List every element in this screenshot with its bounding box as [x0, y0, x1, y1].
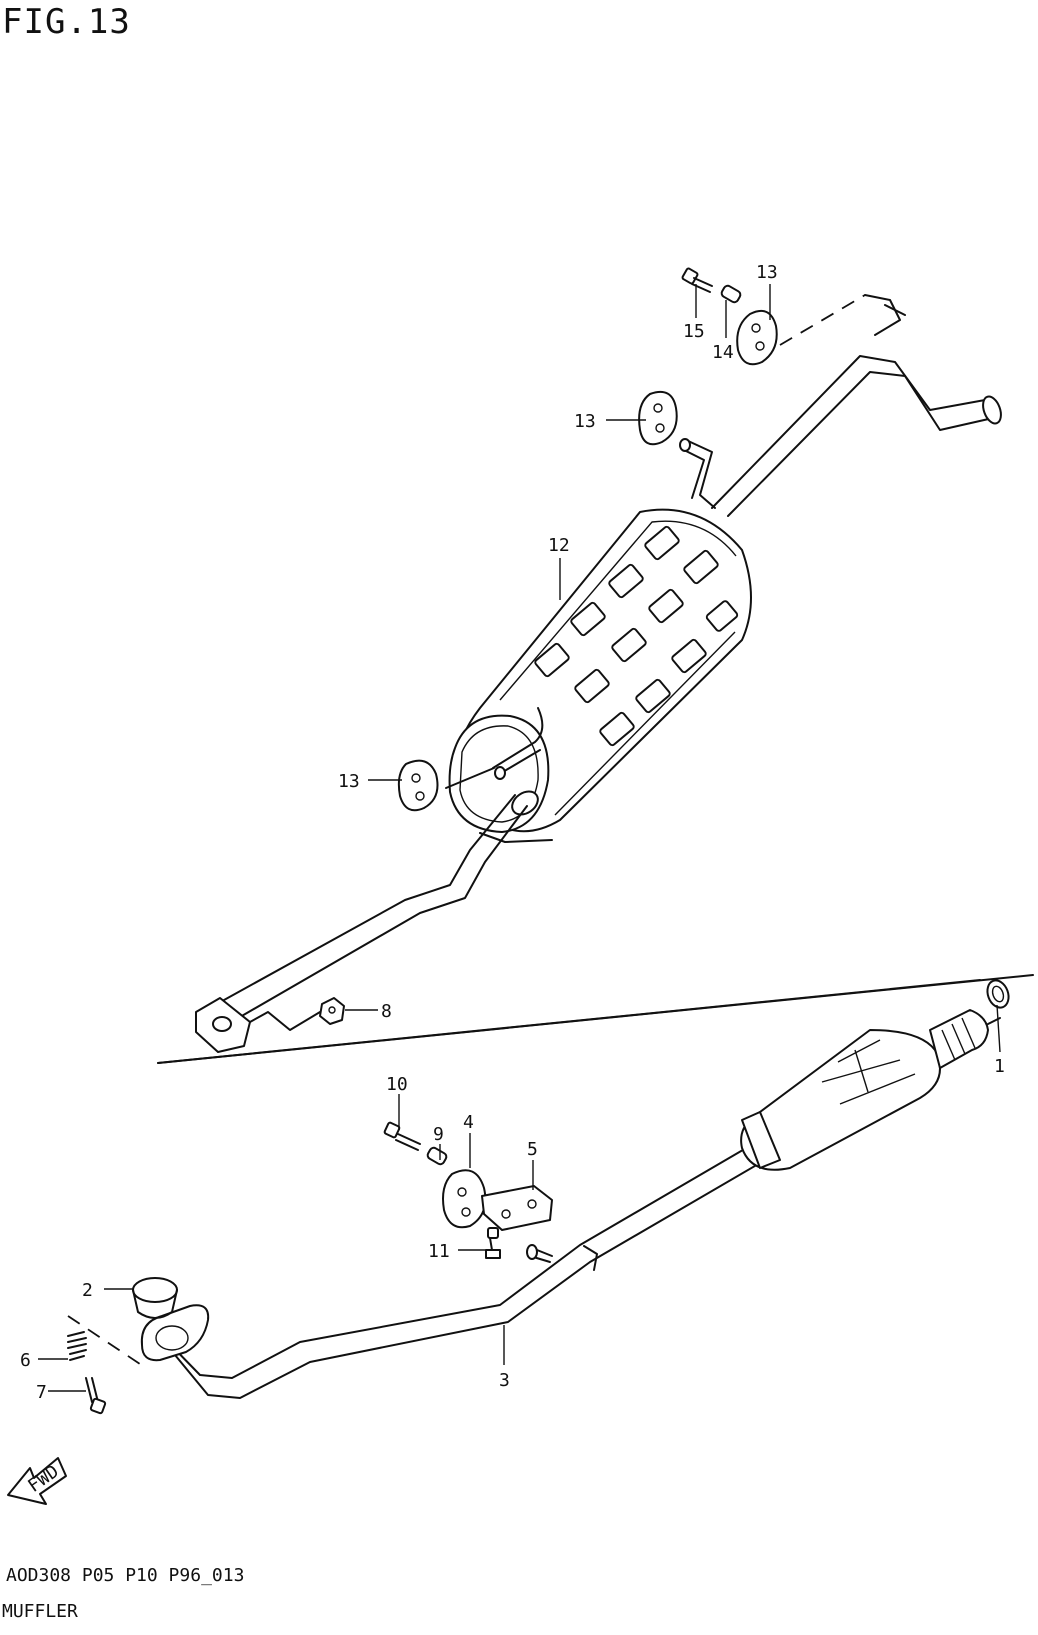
- callout-6: 6: [20, 1350, 31, 1371]
- rubber-hanger-upper: [736, 310, 778, 366]
- callout-7: 7: [36, 1382, 47, 1403]
- callout-1: 1: [994, 1056, 1005, 1077]
- leader-lines: [38, 284, 1001, 1392]
- bolt-15: [681, 267, 713, 293]
- callout-5: 5: [527, 1139, 538, 1160]
- callout-11: 11: [428, 1241, 450, 1262]
- center-pipe: [195, 794, 553, 1053]
- rubber-hanger-4: [442, 1169, 487, 1229]
- bolt-11: [485, 1227, 501, 1259]
- muffler: [448, 508, 752, 833]
- figure-title: FIG.13: [2, 2, 131, 42]
- callout-2: 2: [82, 1280, 93, 1301]
- callout-15: 15: [683, 321, 705, 342]
- callout-8: 8: [381, 1001, 392, 1022]
- seal-ring-2: [132, 1277, 178, 1319]
- callout-9: 9: [433, 1124, 444, 1145]
- callout-13-middle: 13: [574, 411, 596, 432]
- callout-3: 3: [499, 1370, 510, 1391]
- catalytic-converter: [740, 1009, 1001, 1171]
- bolt-10: [383, 1121, 421, 1151]
- muffler-hanger-rod: [679, 438, 716, 509]
- callout-14: 14: [712, 342, 734, 363]
- hanger-pin: [526, 1244, 553, 1263]
- tail-pipe: [711, 294, 1002, 517]
- callout-labels: 1 2 3 4 5 6 7 8 9 10 11 12 13 13 13 14 1…: [20, 262, 1005, 1403]
- bracket-5: [481, 1185, 553, 1231]
- callout-10: 10: [386, 1074, 408, 1095]
- front-pipe: [67, 1139, 773, 1399]
- nut-8: [319, 997, 345, 1025]
- assembly-divider: [157, 974, 1034, 1064]
- callout-13-lower: 13: [338, 771, 360, 792]
- figure-code: AOD308 P05 P10 P96_013: [6, 1565, 245, 1586]
- callout-4: 4: [463, 1112, 474, 1133]
- callout-12: 12: [548, 535, 570, 556]
- figure-name: MUFFLER: [2, 1601, 78, 1622]
- rubber-hanger-middle: [638, 390, 678, 446]
- gasket-1: [986, 979, 1010, 1009]
- collar-9: [426, 1146, 448, 1166]
- rubber-hanger-lower: [397, 759, 495, 812]
- bolt-7: [85, 1377, 107, 1415]
- collar-14: [720, 284, 742, 304]
- spring-6: [67, 1331, 87, 1361]
- fwd-arrow-icon: FWD: [7, 1457, 67, 1505]
- callout-13-upper: 13: [756, 262, 778, 283]
